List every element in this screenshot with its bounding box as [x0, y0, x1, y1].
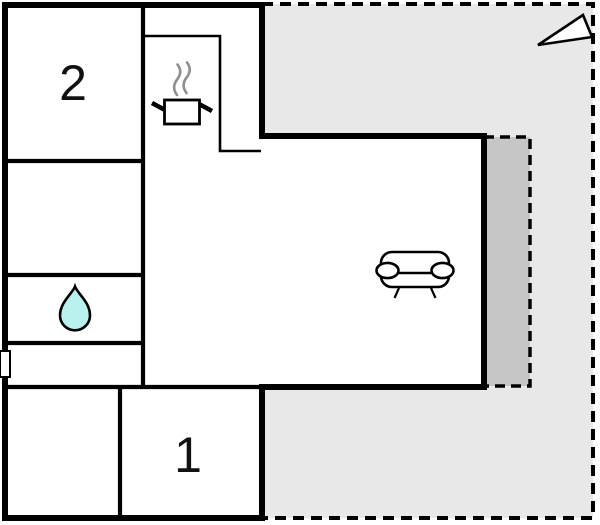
pot-handles	[150, 100, 214, 114]
pot-body	[163, 98, 201, 126]
cooking-pot-icon	[150, 61, 214, 126]
north-arrow-icon	[537, 13, 594, 47]
sofa-armrest-left	[375, 261, 400, 280]
sofa-legs	[393, 287, 437, 299]
sofa-armrest-right	[430, 261, 455, 280]
steam-line-right	[182, 61, 192, 95]
covered-terrace-strip	[484, 137, 530, 386]
covered-terrace-dashed-border	[484, 135, 532, 388]
interior-walls	[5, 5, 262, 518]
building-outline	[2, 2, 487, 521]
sofa-icon	[375, 250, 455, 299]
steam-line-left	[172, 63, 182, 97]
kitchen-counter-line	[145, 34, 261, 153]
room-1-label: 1	[174, 427, 202, 483]
window-marker	[0, 350, 11, 378]
room-2-label: 2	[59, 55, 87, 111]
terrace-dashed-border	[262, 2, 595, 520]
water-drop-icon	[58, 282, 92, 332]
